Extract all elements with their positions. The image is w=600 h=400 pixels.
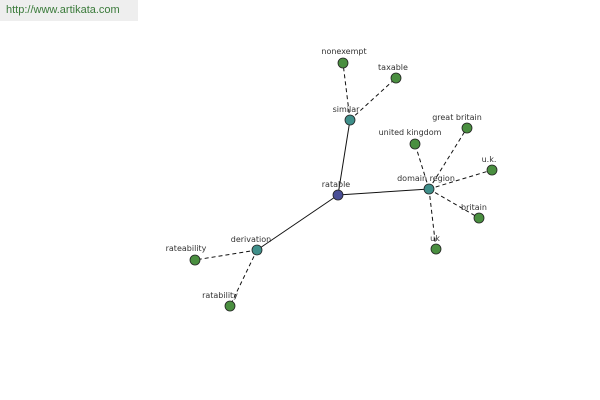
edge-domain_region-united_kingdom [414, 143, 430, 190]
node-label-united_kingdom: united kingdom [379, 128, 442, 137]
url-banner-link[interactable]: http://www.artikata.com [0, 0, 138, 21]
node-label-ratability: ratability [202, 291, 238, 300]
node-similar[interactable] [344, 114, 356, 126]
node-label-britain: britain [461, 203, 487, 212]
node-britain[interactable] [473, 212, 485, 224]
edges-layer [194, 62, 493, 307]
labels-layer: ratable similar domain region derivation non… [166, 47, 497, 300]
node-derivation[interactable] [251, 244, 263, 256]
edge-ratable-derivation [256, 194, 339, 251]
node-label-rateability: rateability [166, 244, 207, 253]
node-united_kingdom[interactable] [409, 138, 421, 150]
edge-domain_region-great_britain [428, 127, 468, 190]
node-label-taxable: taxable [378, 63, 408, 72]
node-label-uk: uk [430, 234, 440, 243]
node-taxable[interactable] [390, 72, 402, 84]
edge-ratable-domain_region [337, 188, 430, 196]
node-rateability[interactable] [189, 254, 201, 266]
node-label-uk_dot: u.k. [482, 155, 497, 164]
node-domain_region[interactable] [423, 183, 435, 195]
edge-similar-taxable [349, 77, 397, 121]
edge-derivation-rateability [194, 249, 258, 261]
node-label-derivation: derivation [231, 235, 271, 244]
node-label-domain_region: domain region [397, 174, 455, 183]
node-uk[interactable] [430, 243, 442, 255]
node-uk_dot[interactable] [486, 164, 498, 176]
edge-similar-nonexempt [342, 62, 351, 121]
node-nonexempt[interactable] [337, 57, 349, 69]
edge-domain_region-britain [428, 188, 480, 219]
node-ratable[interactable] [332, 189, 344, 201]
node-label-ratable: ratable [322, 180, 351, 189]
edge-domain_region-uk_dot [428, 169, 493, 190]
edge-derivation-ratability [229, 249, 258, 307]
node-label-great_britain: great britain [432, 113, 482, 122]
node-great_britain[interactable] [461, 122, 473, 134]
nodes-layer [189, 57, 498, 312]
node-label-nonexempt: nonexempt [321, 47, 366, 56]
node-label-similar: similar [333, 105, 361, 114]
edge-ratable-similar [337, 119, 351, 196]
edge-domain_region-uk [428, 188, 437, 250]
node-ratability[interactable] [224, 300, 236, 312]
